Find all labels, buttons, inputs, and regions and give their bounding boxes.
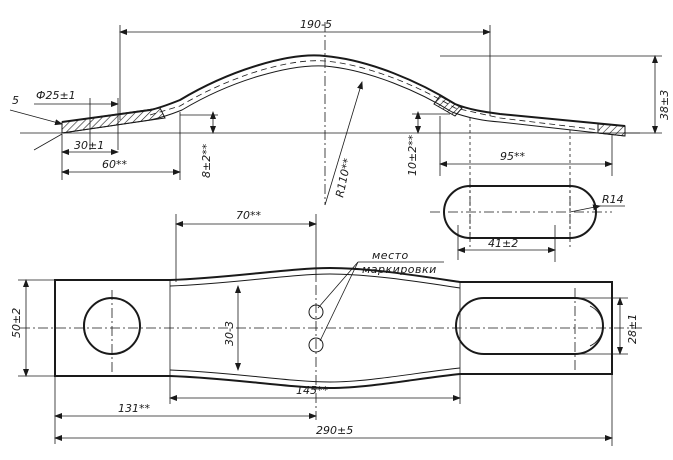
dim-25-text: Ф25±1 (36, 89, 76, 102)
dim-30-text: 30±1 (74, 139, 104, 152)
dim-145-text: 145** (296, 384, 328, 397)
marking-leader-2 (319, 261, 359, 342)
dim-5-text: 5 (12, 94, 19, 107)
dim-r110-text: R110** (333, 157, 354, 199)
right-end-section (597, 123, 626, 137)
dim-5-line2 (33, 133, 63, 151)
marking-leader-1 (317, 261, 359, 309)
right-slot (455, 297, 604, 355)
left-hole-shade (83, 307, 91, 345)
dim-290-text: 290±5 (316, 424, 353, 437)
dim-r14-line (569, 204, 601, 213)
dim-8-text: 8±2** (200, 143, 213, 178)
dim-50-text: 50±2 (10, 308, 23, 338)
side-view: 190-5 38±3 Ф25±1 5 30±1 60** 8±2** R110*… (9, 18, 671, 240)
plan-view: 70** место маркировки 50±2 30-3 28±1 145… (10, 209, 645, 446)
waist-edge-top (169, 273, 461, 289)
dim-190-text: 190-5 (300, 18, 332, 31)
dim-5-line1 (9, 109, 63, 126)
dim-r110-line (324, 81, 363, 206)
dim-131-text: 131** (118, 402, 150, 415)
waist-edge-bottom (169, 367, 461, 383)
strap-outline-outer (61, 54, 626, 127)
marking-label-line2: маркировки (362, 263, 437, 276)
strap-outline-inner (61, 65, 626, 137)
dim-95-text: 95** (500, 150, 525, 163)
dim-r14-text: R14 (602, 193, 624, 206)
marking-label-line1: место (372, 249, 409, 262)
dim-60-text: 60** (102, 158, 127, 171)
dim-30w-text: 30-3 (223, 321, 236, 346)
right-slot-shade (589, 305, 604, 347)
dim-28-text: 28±1 (626, 314, 639, 344)
dim-70-text: 70** (236, 209, 261, 222)
slot-detail: R14 41±2 (430, 178, 625, 262)
bend-section-right (433, 95, 463, 117)
left-end-section (61, 107, 166, 134)
dim-38-text: 38±3 (658, 90, 671, 120)
strap-dashed-line (149, 60, 601, 131)
dim-10-text: 10±2** (406, 134, 419, 176)
dim-41-text: 41±2 (488, 237, 518, 250)
